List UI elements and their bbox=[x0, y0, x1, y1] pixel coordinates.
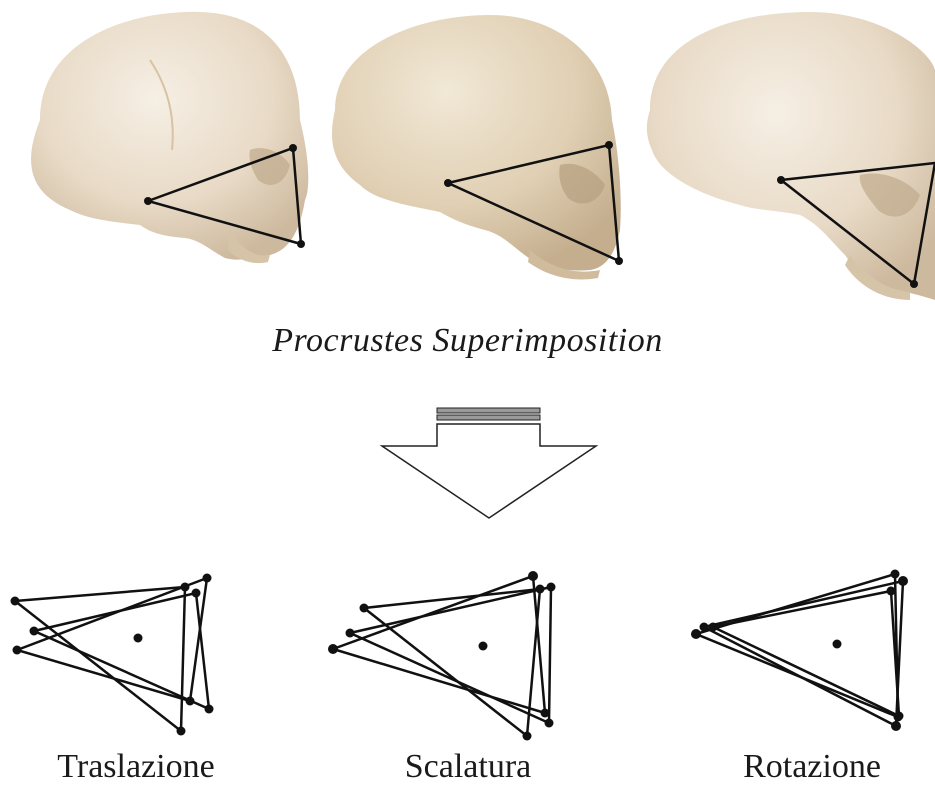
rotation-panel bbox=[696, 574, 903, 726]
scaling-landmarks bbox=[328, 571, 556, 741]
translation-panel bbox=[15, 578, 209, 731]
centroid-dot bbox=[134, 634, 143, 643]
skull-photo-1 bbox=[31, 12, 308, 263]
step-label-translation: Traslazione bbox=[6, 748, 266, 786]
skull-photo-2 bbox=[332, 15, 623, 279]
step-label-scaling: Scalatura bbox=[338, 748, 598, 786]
centroid-dot bbox=[833, 640, 842, 649]
centroid-dot bbox=[479, 642, 488, 651]
skull-photo-3 bbox=[647, 12, 935, 300]
diagram-title: Procrustes Superimposition bbox=[0, 322, 935, 360]
step-label-rotation: Rotazione bbox=[682, 748, 935, 786]
down-arrow-icon bbox=[382, 408, 596, 518]
scaling-panel bbox=[333, 576, 551, 736]
